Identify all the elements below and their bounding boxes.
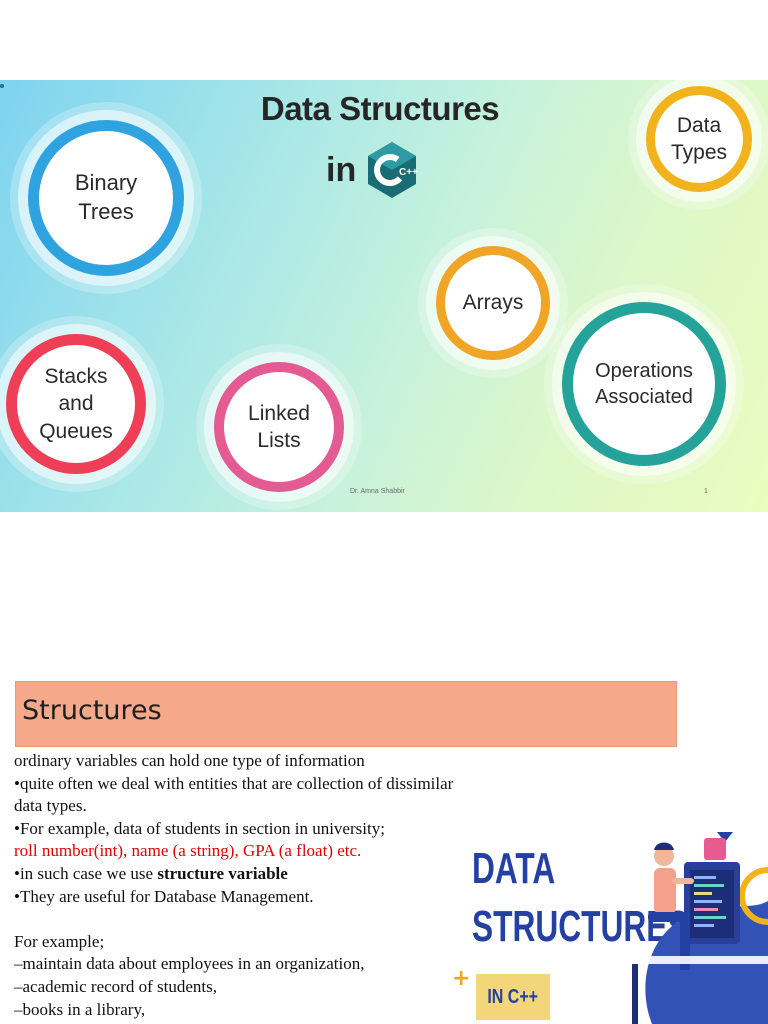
bubble-label: Linked Lists — [248, 401, 310, 452]
bubble-label: Arrays — [462, 291, 524, 315]
bubble-operations: Operations Associated — [562, 302, 726, 466]
body-line: ordinary variables can hold one type of … — [14, 751, 365, 770]
body-line: For example; — [14, 931, 105, 951]
body-line: •quite often we deal with entities that … — [14, 773, 454, 793]
illustration-title-line2: STRUCTURES — [472, 902, 689, 951]
developer-icon — [628, 832, 768, 1024]
body-line: data types. — [14, 796, 87, 816]
structure-variable-term: structure variable — [157, 863, 288, 883]
title-in-row: in C++ — [326, 140, 418, 200]
in-word: in — [326, 150, 357, 189]
slide-title: Data Structures — [260, 90, 500, 127]
cpp-logo-text: C++ — [399, 167, 418, 178]
body-line-prefix: •in such case we use — [14, 863, 158, 883]
in-cpp-badge: IN C++ — [476, 974, 550, 1020]
badge-label: IN C++ — [487, 985, 539, 1008]
body-line: •For example, data of students in sectio… — [14, 818, 385, 838]
bubble-binary-trees: Binary Trees — [28, 120, 184, 276]
body-line: •They are useful for Database Management… — [14, 886, 314, 906]
body-line: –maintain data about employees in an org… — [14, 954, 365, 974]
page-number: 1 — [704, 488, 708, 495]
body-line-highlight: roll number(int), name (a string), GPA (… — [14, 841, 362, 861]
slide-1: Data Structures in C++ Binary Trees Data… — [0, 80, 768, 512]
body-line-structure: •in such case we use structure variable — [14, 863, 534, 886]
illustration-title-line1: DATA — [472, 844, 556, 893]
bubble-label: Stacks and Queues — [39, 365, 113, 443]
bubble-label: Operations Associated — [595, 360, 693, 408]
section-header: Structures — [15, 681, 677, 747]
corner-dot — [0, 84, 4, 88]
body-line: –books in a library, — [14, 999, 146, 1019]
illustration-title: DATA STRUCTURES — [472, 840, 688, 956]
bubble-label: Data Types — [670, 113, 728, 164]
data-structures-illustration: DATA STRUCTURES + IN C++ — [432, 816, 768, 1024]
body-line: –academic record of students, — [14, 976, 217, 996]
slide-body-text: ordinary variables can hold one type of … — [14, 750, 534, 1021]
cpp-logo-icon: C++ — [366, 140, 418, 200]
bubble-linked-lists: Linked Lists — [214, 362, 344, 492]
plus-icon: + — [452, 966, 471, 991]
bubble-label: Binary Trees — [74, 170, 138, 224]
bubble-data-types: Data Types — [646, 86, 752, 192]
bubble-arrays: Arrays — [436, 246, 550, 360]
footer-author: Dr. Amna Shabbir — [350, 488, 405, 495]
bubble-stacks-queues: Stacks and Queues — [6, 334, 146, 474]
section-title: Structures — [22, 695, 162, 726]
